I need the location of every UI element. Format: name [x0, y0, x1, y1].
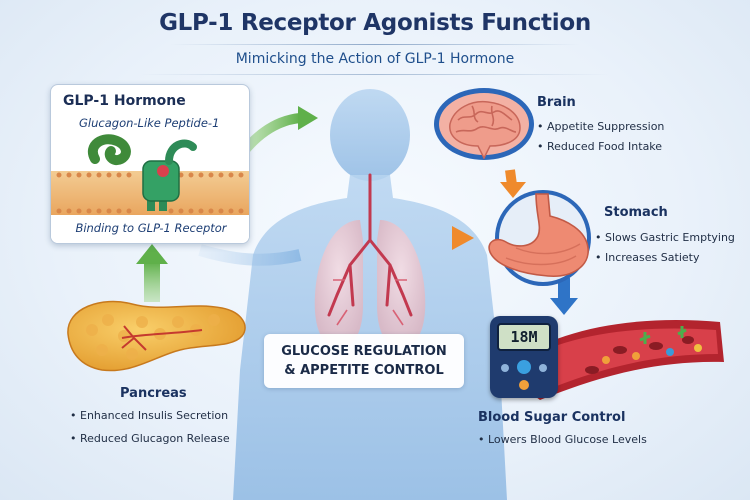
hormone-subtitle: Glucagon-Like Peptide-1: [79, 116, 220, 130]
brain-illustration: [434, 88, 534, 160]
brain-bullet: Appetite Suppression: [537, 120, 664, 133]
arrow-hormone-to-body: [241, 113, 301, 154]
page-subtitle: Mimicking the Action of GLP-1 Hormone: [235, 51, 515, 67]
glucose-meter-reading: 18M: [510, 328, 538, 346]
page-title: GLP-1 Receptor Agonists Function: [159, 10, 591, 36]
meter-button: [501, 364, 509, 372]
stomach-bullet: Slows Gastric Emptying: [595, 231, 735, 244]
blood-sugar-title: Blood Sugar Control: [478, 410, 626, 425]
meter-button: [519, 380, 529, 390]
meter-button: [539, 364, 547, 372]
pancreas-bullet: Enhanced Insulis Secretion: [70, 409, 228, 422]
glp1-hormone-panel: GLP-1 Hormone Glucagon-Like Peptide-1 Bi…: [50, 84, 250, 244]
title-divider: [170, 44, 580, 45]
arrow-pancreas-to-hormone: [144, 262, 160, 302]
glucose-meter: 18M: [490, 316, 558, 398]
brain-bullet: Reduced Food Intake: [537, 140, 662, 153]
pancreas-bullet: Reduced Glucagon Release: [70, 432, 230, 445]
meter-button: [517, 360, 531, 374]
stomach-title: Stomach: [604, 205, 668, 220]
subtitle-divider: [140, 74, 610, 75]
pancreas-title: Pancreas: [120, 386, 187, 401]
brain-title: Brain: [537, 95, 576, 110]
stomach-illustration: [488, 190, 591, 286]
receptor-binding-illustration: [51, 134, 249, 243]
hormone-title: GLP-1 Hormone: [63, 93, 186, 109]
blood-sugar-bullet: Lowers Blood Glucose Levels: [478, 433, 647, 446]
center-label-box: GLUCOSE REGULATION & APPETITE CONTROL: [264, 334, 464, 388]
lungs-illustration: [314, 173, 426, 348]
center-label-line2: & APPETITE CONTROL: [284, 363, 444, 378]
arrow-stomach-to-blood: [558, 278, 570, 300]
hormone-caption: Binding to GLP-1 Receptor: [75, 221, 227, 235]
glucose-meter-display: 18M: [497, 323, 551, 351]
pancreas-illustration: [67, 300, 246, 372]
center-label-line1: GLUCOSE REGULATION: [281, 344, 447, 359]
stomach-bullet: Increases Satiety: [595, 251, 699, 264]
